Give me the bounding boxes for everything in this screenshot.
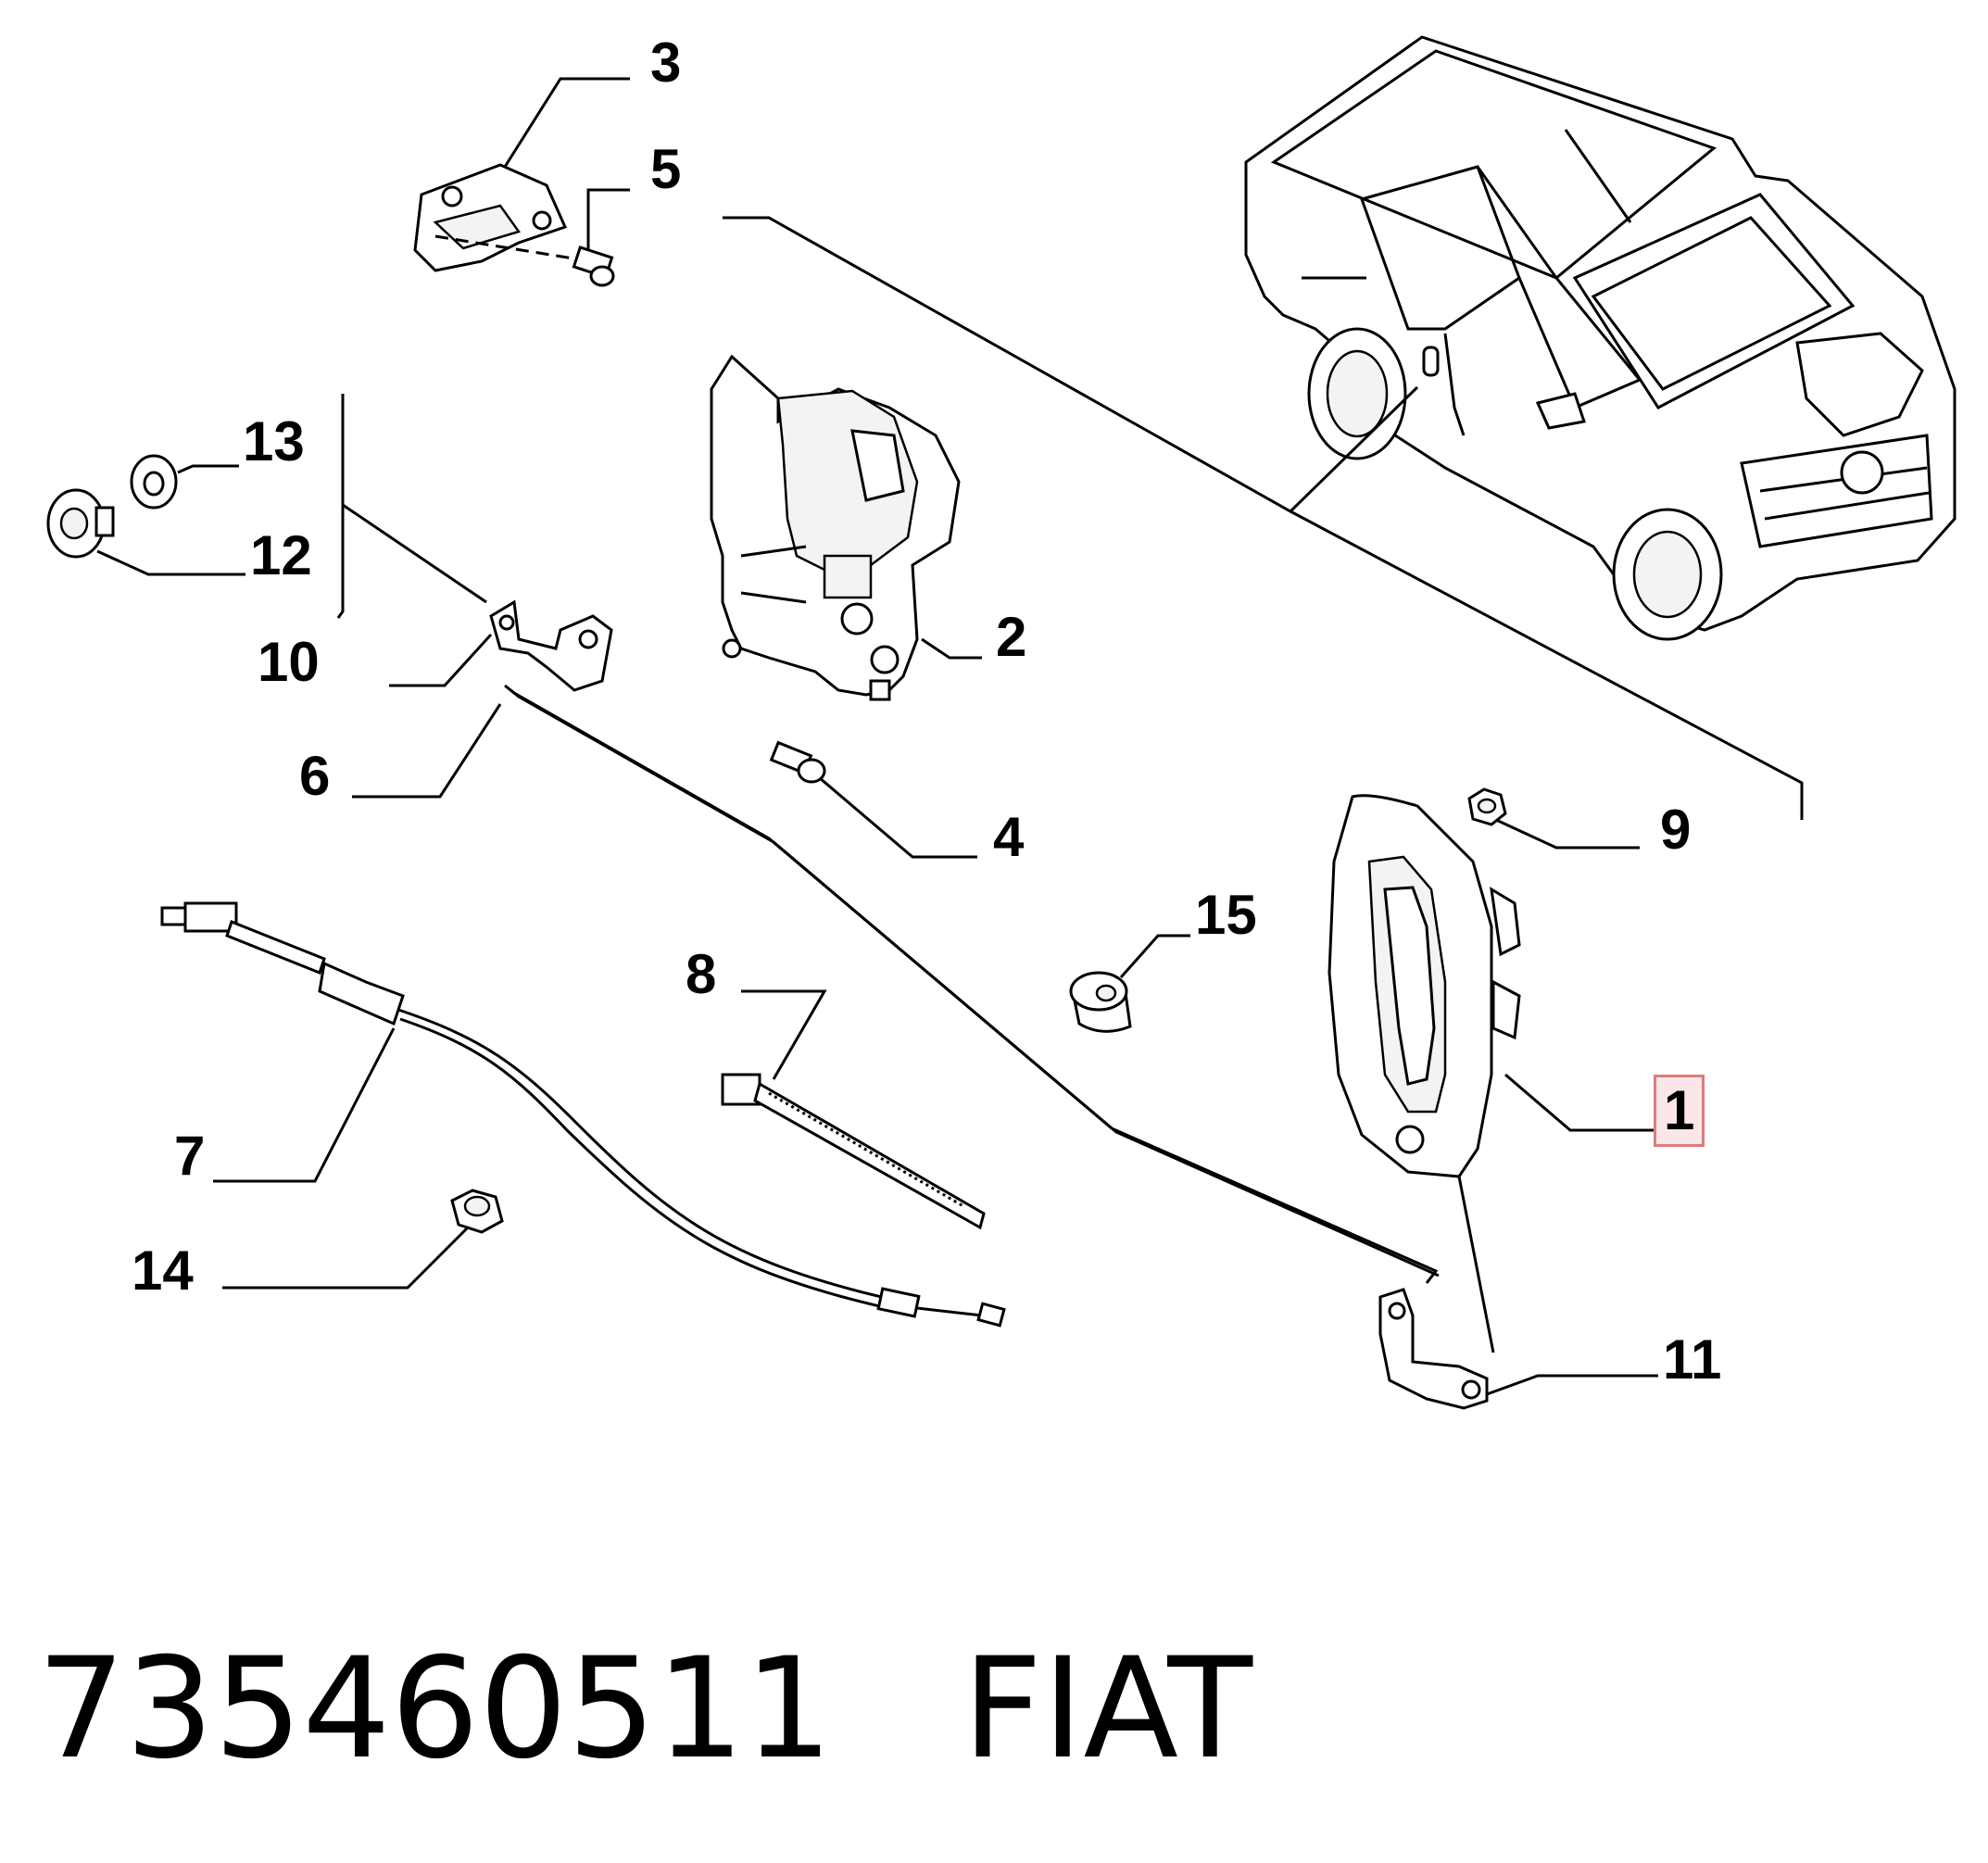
callout-6: 6 — [299, 745, 331, 807]
callout-7: 7 — [174, 1125, 206, 1187]
part-9-nut — [1467, 787, 1507, 826]
exploded-parts-diagram — [46, 35, 1957, 1410]
part-3-hinge-bracket — [413, 163, 580, 272]
callout-11: 11 — [1663, 1328, 1722, 1391]
part-7-cable — [160, 901, 1006, 1328]
part-5-screw — [572, 245, 615, 287]
callout-12: 12 — [250, 524, 312, 586]
part-4-screw — [769, 740, 826, 784]
callout-5: 5 — [650, 138, 682, 200]
part-14-nut — [450, 1189, 504, 1234]
callout-2: 2 — [996, 606, 1027, 668]
part-12-clip — [46, 488, 115, 559]
part-2-door-lock — [710, 354, 961, 701]
vehicle-illustration — [1244, 35, 1957, 641]
part-11-bracket — [1378, 1288, 1489, 1410]
part-1-door-handle — [1327, 794, 1521, 1353]
callout-1: 1 — [1654, 1075, 1705, 1147]
callout-10: 10 — [258, 631, 320, 693]
part-13-washer — [130, 454, 178, 510]
callout-13: 13 — [243, 410, 305, 472]
part-15-pad — [1069, 971, 1132, 1033]
brand-name: FIAT — [962, 1629, 1253, 1790]
leader-lines — [96, 77, 1804, 1396]
part-10-bracket — [489, 599, 613, 692]
callout-9: 9 — [1660, 799, 1692, 861]
part-6-rod — [504, 684, 1439, 1284]
callout-4: 4 — [993, 806, 1025, 868]
callout-14: 14 — [132, 1240, 194, 1302]
part-number: 735460511 — [37, 1629, 833, 1790]
part-8-cable-tie — [721, 1073, 986, 1230]
callout-8: 8 — [686, 943, 717, 1005]
callout-3: 3 — [650, 31, 682, 94]
callout-15: 15 — [1195, 884, 1257, 946]
